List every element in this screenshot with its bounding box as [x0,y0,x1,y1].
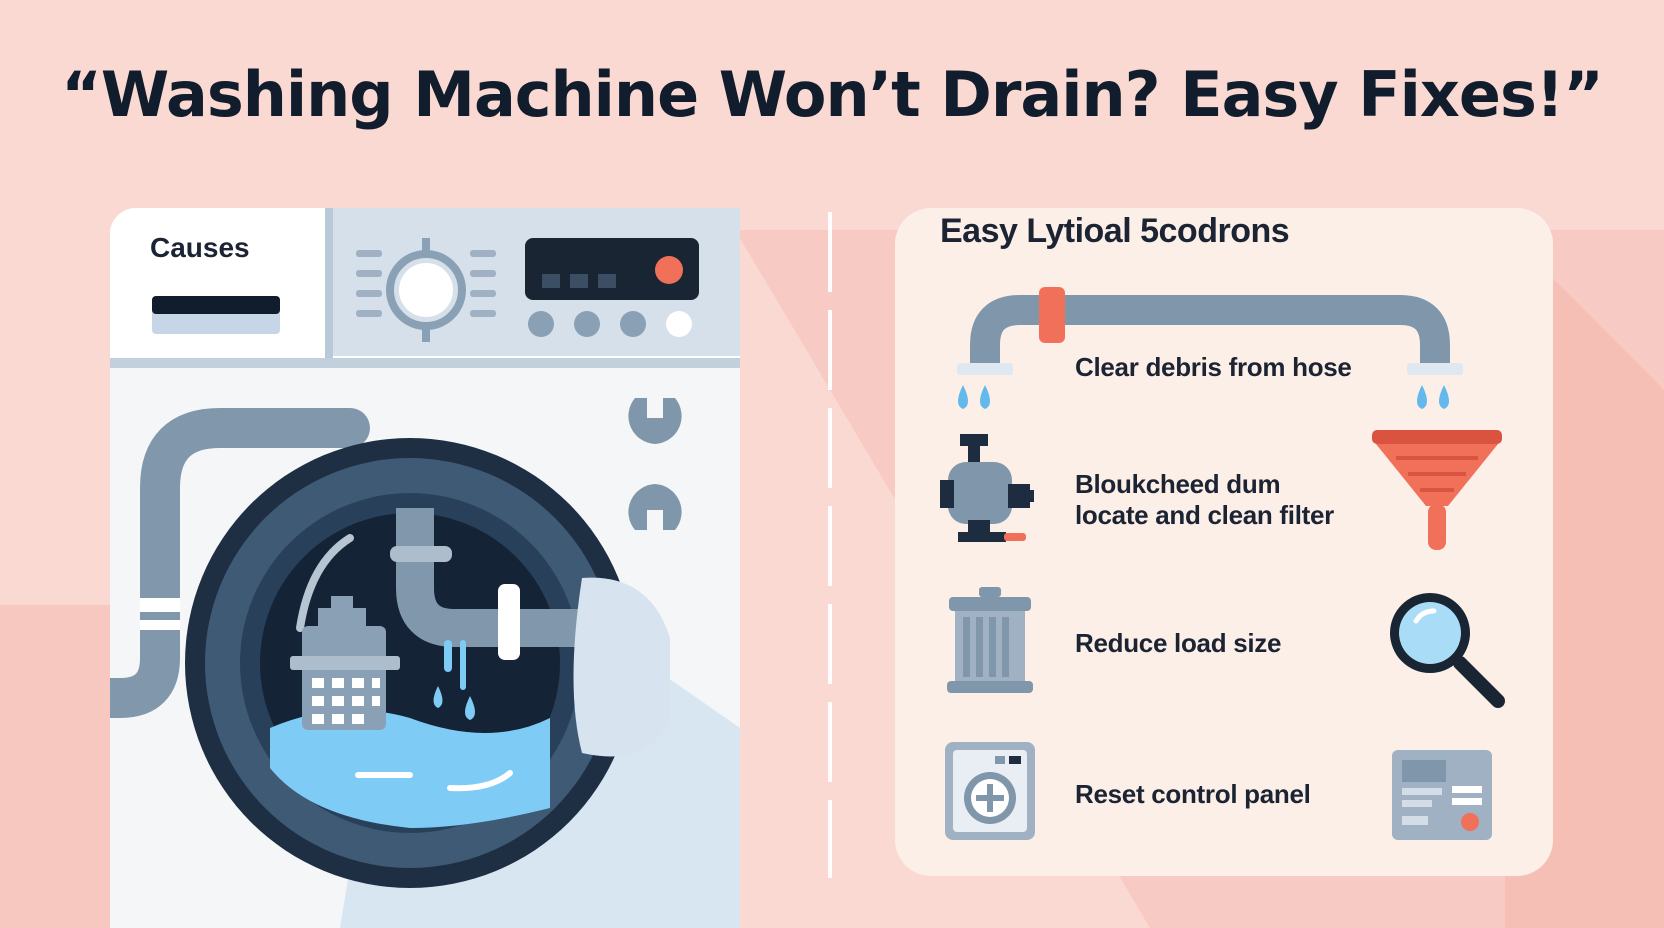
magnifier-icon [1390,593,1505,708]
trash-bin-icon [947,587,1033,693]
tip-load-size: Reduce load size [1075,628,1282,658]
panel-title: Easy Lytioal 5codrons [940,212,1290,250]
washer-reset-icon [945,742,1035,840]
causes-label: Causes [150,232,250,263]
dial-icon [356,238,496,342]
water-drops-icon [433,640,475,720]
dashed-divider [828,212,832,878]
pump-icon [940,434,1034,542]
washing-machine-illustration [110,208,740,928]
tip-clear-hose: Clear debris from hose [1075,352,1352,382]
page-title: “Washing Machine Won’t Drain? Easy Fixes… [61,58,1604,131]
filter-icon [290,596,400,730]
wrench-icon [628,398,682,530]
drain-pipe-icon [110,408,370,718]
funnel-icon [1372,430,1502,550]
control-card-icon [1392,750,1492,840]
display-icon [525,238,699,300]
hose-pipe-icon [957,287,1463,409]
tip-filter: Bloukcheed dum locate and clean filter [1075,469,1334,530]
tip-reset-panel: Reset control panel [1075,779,1311,809]
